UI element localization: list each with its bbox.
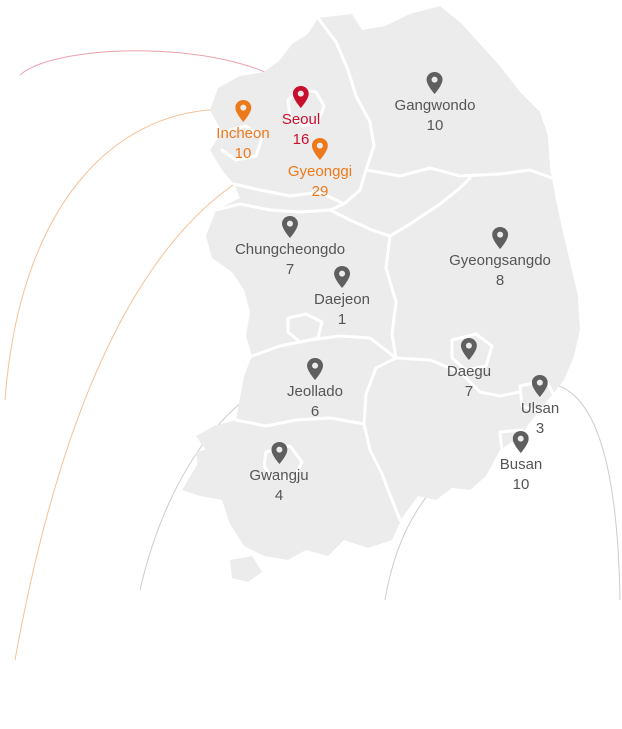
border-gyeonggi-inner (232, 182, 346, 206)
region-name: Incheon (216, 125, 270, 142)
region-name: Gyeongsangdo (449, 252, 551, 269)
region-count: 6 (310, 403, 320, 420)
province-borders (214, 16, 558, 522)
region-name: Daegu (446, 363, 492, 380)
region-name: Chungcheongdo (234, 241, 346, 258)
border-gyeonggi-gangwon (316, 16, 376, 212)
region-count: 1 (337, 311, 347, 328)
map-pin-icon (270, 442, 287, 464)
region-count: 4 (274, 487, 284, 504)
map-pin-icon (531, 375, 548, 397)
border-jeolla-gyeongsang (362, 356, 402, 522)
region-count: 8 (495, 272, 505, 289)
region-name: Busan (499, 456, 543, 473)
region-name: Ulsan (520, 400, 560, 417)
map-pin-icon (293, 86, 309, 108)
island-2 (196, 448, 214, 468)
region-count: 10 (234, 145, 252, 162)
curve-ulsan (539, 382, 621, 601)
region-gyeongsangdo[interactable]: Gyeongsangdo 8 (449, 227, 551, 291)
region-busan[interactable]: Busan 10 (499, 431, 543, 495)
region-daejeon[interactable]: Daejeon 1 (314, 266, 370, 330)
border-gyeonggi-chungcheong (214, 202, 332, 214)
border-daegu (450, 332, 494, 372)
border-jeolla-north-south (234, 416, 366, 428)
border-busan (498, 428, 534, 458)
land (182, 6, 580, 582)
region-gwangju[interactable]: Gwangju 4 (249, 442, 309, 506)
border-gangwon-south (364, 166, 554, 180)
curve-incheon (4, 108, 243, 401)
region-ulsan[interactable]: Ulsan 3 (521, 375, 559, 439)
map-pin-icon (306, 358, 323, 380)
region-name: Seoul (281, 111, 321, 128)
map-pin-icon (281, 216, 298, 238)
region-name: Daejeon (314, 291, 370, 308)
map-pin-icon (492, 227, 508, 249)
border-chungcheong-gyeongsang (328, 176, 472, 238)
border-daejeon (286, 312, 324, 344)
region-gyeonggi[interactable]: Gyeonggi 29 (288, 138, 352, 202)
map-pin-icon (512, 431, 529, 453)
region-name: Gwangju (249, 467, 309, 484)
border-central-spine (384, 234, 398, 360)
region-name: Gyeonggi (287, 163, 353, 180)
region-seoul[interactable]: Seoul 16 (282, 86, 320, 150)
map-pin-icon (234, 100, 251, 122)
map-pin-icon (460, 338, 477, 360)
region-gangwondo[interactable]: Gangwondo 10 (394, 72, 476, 136)
map-pin-icon (333, 266, 350, 288)
region-count: 7 (285, 261, 295, 278)
region-count: 10 (512, 476, 530, 493)
region-name: Gangwondo (394, 97, 476, 114)
map-pin-icon (427, 72, 443, 94)
border-gyeongsang-inner (394, 356, 522, 398)
island-1 (230, 556, 262, 582)
region-name: Jeollado (287, 383, 343, 400)
region-incheon[interactable]: Incheon 10 (216, 100, 270, 164)
region-jeollado[interactable]: Jeollado 6 (287, 358, 343, 422)
border-chungcheong-jeolla (250, 334, 398, 360)
region-count: 7 (464, 383, 474, 400)
map-pin-icon (312, 138, 328, 160)
region-count: 16 (292, 131, 310, 148)
region-count: 29 (311, 183, 329, 200)
region-chungcheongdo[interactable]: Chungcheongdo 7 (235, 216, 345, 280)
region-daegu[interactable]: Daegu 7 (447, 338, 491, 402)
border-gwangju (262, 444, 304, 480)
border-incheon (220, 124, 264, 162)
region-count: 3 (535, 420, 545, 437)
region-count: 10 (426, 117, 444, 134)
